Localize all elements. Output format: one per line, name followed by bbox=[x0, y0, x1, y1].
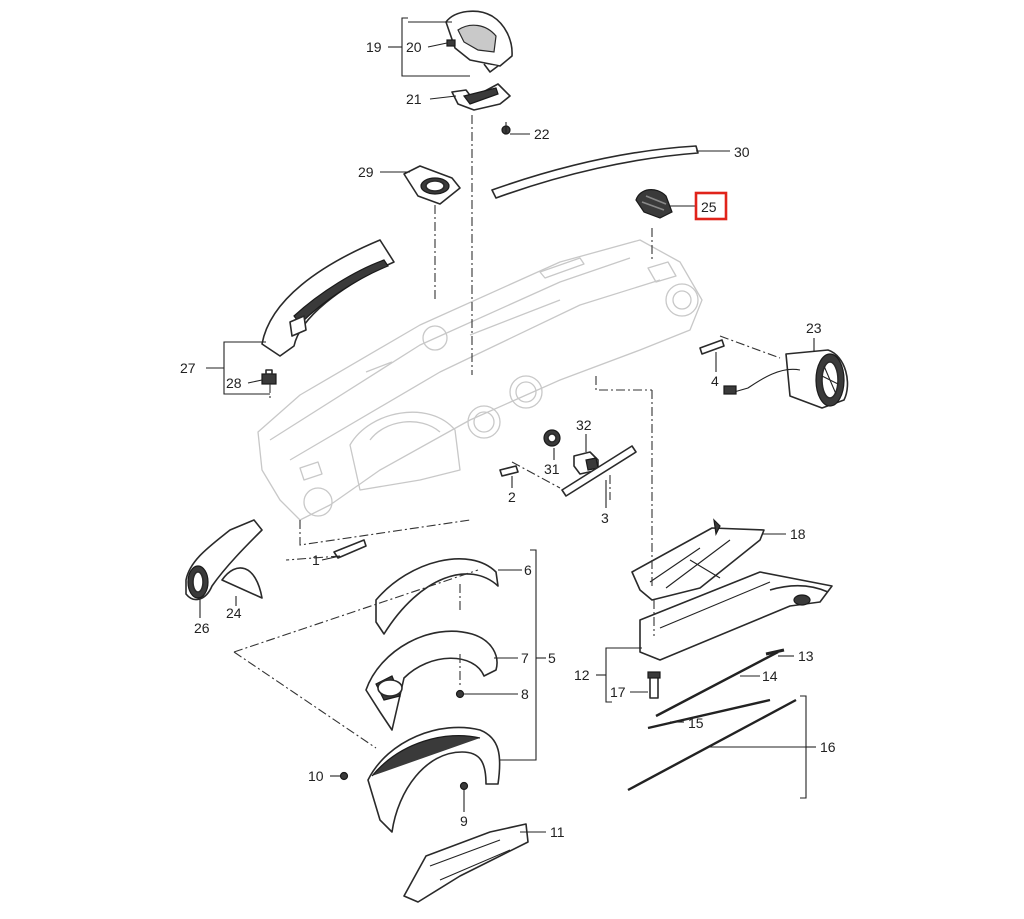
callout-30: 30 bbox=[734, 144, 750, 160]
part-gauge-bezel bbox=[403, 165, 461, 205]
part-bracket-3 bbox=[561, 445, 637, 497]
part-bolt-17 bbox=[647, 671, 661, 699]
part-crossmember-beam bbox=[639, 571, 833, 661]
part-lower-trim bbox=[403, 823, 529, 903]
callout-27: 27 bbox=[180, 360, 196, 376]
callout-28: 28 bbox=[226, 375, 242, 391]
callout-19: 19 bbox=[366, 39, 382, 55]
callout-22: 22 bbox=[534, 126, 550, 142]
part-screw-8 bbox=[455, 689, 465, 699]
highlight-box bbox=[694, 191, 728, 221]
part-instrument-housing bbox=[365, 630, 498, 731]
callout-13: 13 bbox=[798, 648, 814, 664]
callout-10: 10 bbox=[308, 768, 324, 784]
callout-12: 12 bbox=[574, 667, 590, 683]
part-vent-grille bbox=[635, 189, 673, 219]
part-grommet-31 bbox=[543, 429, 561, 447]
callout-25: 25 bbox=[701, 199, 717, 215]
part-screw-9 bbox=[459, 781, 469, 791]
part-trim-strip bbox=[491, 145, 699, 199]
part-crossmember-upper bbox=[631, 518, 765, 601]
callout-7: 7 bbox=[521, 650, 529, 666]
part-dash-top-pad bbox=[261, 239, 395, 357]
callout-23: 23 bbox=[806, 320, 822, 336]
callout-6: 6 bbox=[524, 562, 532, 578]
callout-9: 9 bbox=[460, 813, 468, 829]
leader-lines bbox=[199, 17, 816, 833]
callout-29: 29 bbox=[358, 164, 374, 180]
part-mount-bracket bbox=[451, 83, 511, 111]
callout-3: 3 bbox=[601, 510, 609, 526]
callout-14: 14 bbox=[762, 668, 778, 684]
callout-8: 8 bbox=[521, 686, 529, 702]
callout-17: 17 bbox=[610, 684, 626, 700]
callout-18: 18 bbox=[790, 526, 806, 542]
callout-15: 15 bbox=[688, 715, 704, 731]
part-screw-22 bbox=[501, 122, 511, 135]
part-rods bbox=[627, 648, 797, 792]
callout-5: 5 bbox=[548, 650, 556, 666]
reference-lines bbox=[233, 115, 781, 749]
callout-31: 31 bbox=[544, 461, 560, 477]
callout-24: 24 bbox=[226, 605, 242, 621]
callout-16: 16 bbox=[820, 739, 836, 755]
callout-4: 4 bbox=[711, 373, 719, 389]
part-instrument-cover bbox=[375, 558, 499, 635]
callout-labels: 19 20 21 22 30 29 25 23 27 28 4 32 31 2 … bbox=[180, 39, 836, 840]
part-clip-28 bbox=[261, 369, 277, 385]
part-side-duct bbox=[185, 519, 263, 601]
part-end-cap bbox=[221, 567, 263, 599]
part-clip-1 bbox=[333, 539, 367, 559]
part-screw-10 bbox=[339, 771, 349, 781]
callout-11: 11 bbox=[550, 824, 565, 840]
dashboard-ghost-outline bbox=[257, 239, 703, 521]
callout-26: 26 bbox=[194, 620, 210, 636]
part-clip-2 bbox=[499, 465, 519, 477]
callout-2: 2 bbox=[508, 489, 516, 505]
callout-21: 21 bbox=[406, 91, 422, 107]
part-lower-housing bbox=[367, 726, 501, 833]
callout-1: 1 bbox=[312, 552, 320, 568]
part-instrument-cowl bbox=[445, 10, 513, 73]
callout-32: 32 bbox=[576, 417, 592, 433]
callout-20: 20 bbox=[406, 39, 422, 55]
part-round-vent bbox=[723, 349, 849, 409]
part-clip-4 bbox=[699, 339, 725, 355]
